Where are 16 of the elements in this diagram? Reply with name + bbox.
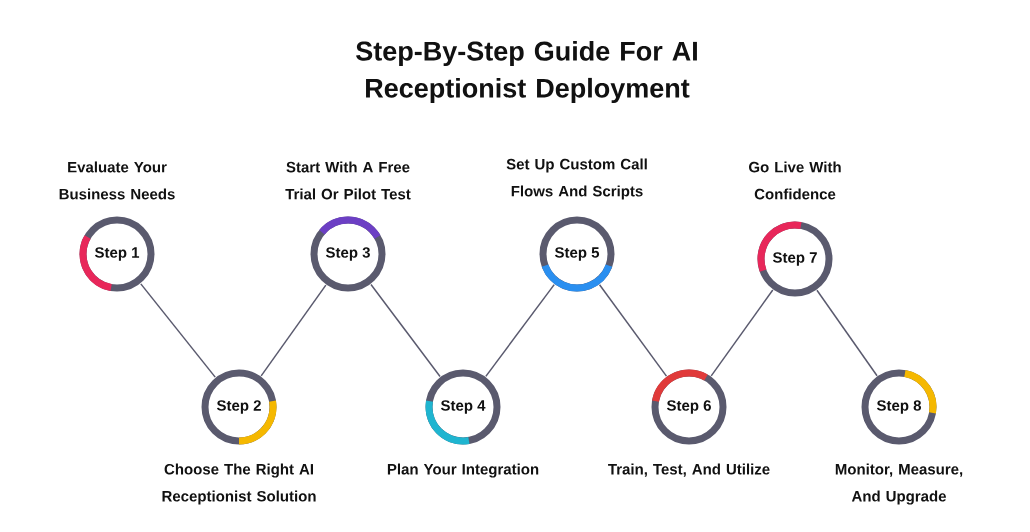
connector-line	[598, 284, 668, 377]
connector-line	[816, 289, 878, 377]
connector-line	[485, 283, 555, 378]
step-title: Monitor, Measure, And Upgrade	[835, 463, 963, 505]
connector-line	[260, 284, 327, 377]
connector-line	[710, 289, 774, 377]
step-title: Go Live With Confidence	[749, 161, 841, 200]
title: Step-By-Step Guide For AI Receptionist Deployment	[356, 40, 697, 104]
step-title: Evaluate Your Business Needs	[59, 161, 175, 200]
connector-line	[370, 283, 441, 378]
step-title: Train, Test, And Utilize	[608, 463, 770, 477]
step-title: Set Up Custom Call Flows And Scripts	[506, 158, 647, 200]
step-title: Plan Your Integration	[387, 463, 539, 478]
step-title: Start With A Free Trial Or Pilot Test	[285, 161, 411, 200]
step-title: Choose The Right AI Receptionist Solution	[162, 463, 316, 505]
connector-line	[140, 283, 216, 378]
